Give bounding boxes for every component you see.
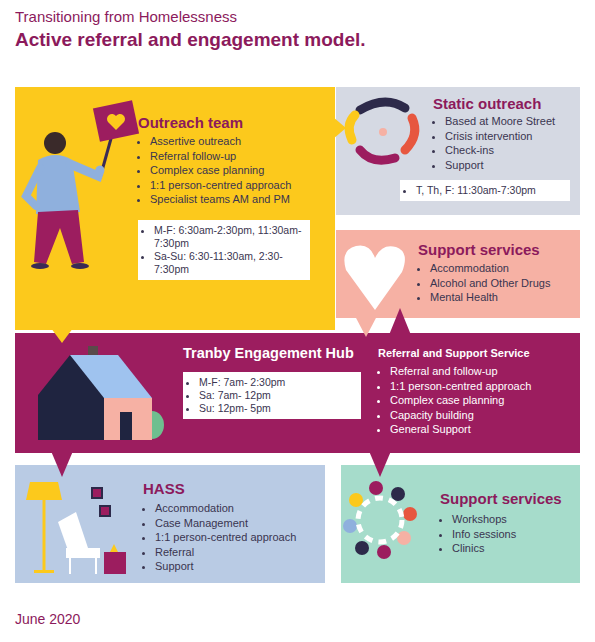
schedule-box: M-F: 6:30am-2:30pm, 11:30am-7:30pmSa-Su:…: [138, 220, 310, 280]
text-group: WorkshopsInfo sessionsClinics: [440, 512, 516, 556]
bullet-item: Check-ins: [445, 143, 555, 158]
text-group: Assertive outreachReferral follow-upComp…: [138, 134, 291, 207]
service-box: HASS AccommodationCase Management1:1 pers…: [15, 465, 325, 583]
bullet-item: Mental Health: [430, 290, 550, 305]
section-heading: Referral and Support Service: [378, 346, 530, 360]
bullet-item: Assertive outreach: [150, 134, 291, 149]
bullet-item: Workshops: [452, 512, 516, 527]
group-illustration: [343, 481, 417, 559]
bullet-list: AccommodationCase Management1:1 person-c…: [143, 501, 296, 574]
bullet-list: Assertive outreachReferral follow-upComp…: [138, 134, 291, 207]
schedule-item: Sa: 7am- 12pm: [199, 389, 355, 402]
bullet-item: Based at Moore Street: [445, 114, 555, 129]
bullet-item: Alcohol and Other Drugs: [430, 276, 550, 291]
bullet-item: Support: [155, 559, 296, 574]
schedule-list: M-F: 7am- 2:30pmSa: 7am- 12pmSu: 12pm- 5…: [187, 376, 355, 415]
text-group: HASS: [143, 480, 185, 498]
schedule-item: M-F: 7am- 2:30pm: [199, 376, 355, 389]
flow-arrow: [51, 328, 73, 343]
bullet-item: Support: [445, 158, 555, 173]
schedule-item: Su: 12pm- 5pm: [199, 402, 355, 415]
room-illustration: [26, 482, 126, 574]
bullet-list: AccommodationAlcohol and Other DrugsMent…: [418, 261, 550, 305]
bullet-item: Accommodation: [430, 261, 550, 276]
service-box: Support servicesWorkshopsInfo sessionsCl…: [341, 465, 580, 583]
text-group: Referral and Support Service: [378, 346, 530, 360]
flow-arrow: [333, 117, 346, 139]
hub-band: Tranby Engagement Hub Referral and Suppor…: [15, 333, 580, 453]
house-illustration: [38, 346, 164, 440]
bullet-item: Complex case planning: [390, 393, 531, 408]
bullet-item: Accommodation: [155, 501, 296, 516]
bullet-item: Clinics: [452, 541, 516, 556]
bullet-item: General Support: [390, 422, 531, 437]
schedule-box: M-F: 7am- 2:30pmSa: 7am- 12pmSu: 12pm- 5…: [183, 372, 361, 419]
bullet-item: Capacity building: [390, 408, 531, 423]
box-heading: Tranby Engagement Hub: [183, 344, 354, 362]
bullet-item: Complex case planning: [150, 163, 291, 178]
box-heading: Outreach team: [138, 114, 243, 132]
flow-arrow: [355, 316, 377, 337]
text-group: AccommodationCase Management1:1 person-c…: [143, 501, 296, 574]
text-group: Based at Moore StreetCrisis intervention…: [433, 114, 555, 172]
text-group: Static outreach: [433, 95, 541, 113]
box-heading: HASS: [143, 480, 185, 498]
schedule-box: T, Th, F: 11:30am-7:30pm: [400, 180, 570, 201]
service-box: Static outreachBased at Moore StreetCris…: [336, 87, 580, 215]
bullet-list: WorkshopsInfo sessionsClinics: [440, 512, 516, 556]
box-heading: Support services: [440, 490, 562, 508]
bullet-item: Referral follow-up: [150, 149, 291, 164]
service-box: Support servicesAccommodationAlcohol and…: [336, 230, 580, 318]
schedule-list: M-F: 6:30am-2:30pm, 11:30am-7:30pmSa-Su:…: [142, 224, 304, 276]
box-heading: Static outreach: [433, 95, 541, 113]
service-box: Outreach teamAssertive outreachReferral …: [15, 87, 335, 330]
bullet-item: 1:1 person-centred approach: [390, 379, 531, 394]
text-group: Outreach team: [138, 114, 243, 132]
bullet-item: Referral and follow-up: [390, 364, 531, 379]
text-group: AccommodationAlcohol and Other DrugsMent…: [418, 261, 550, 305]
subtitle-label: Transitioning from Homelessness: [15, 8, 237, 25]
bullet-item: Crisis intervention: [445, 129, 555, 144]
bullet-list: Referral and follow-up1:1 person-centred…: [378, 364, 531, 437]
bullet-item: Info sessions: [452, 527, 516, 542]
diagram-title: Active referral and engagement model.: [15, 29, 366, 51]
bullet-item: 1:1 person-centred approach: [150, 178, 291, 193]
text-group: Tranby Engagement Hub: [183, 344, 354, 362]
flow-arrow: [369, 451, 391, 477]
text-group: Support services: [418, 241, 540, 259]
bullet-list: Based at Moore StreetCrisis intervention…: [433, 114, 555, 172]
schedule-list: T, Th, F: 11:30am-7:30pm: [404, 184, 564, 197]
text-group: Support services: [440, 490, 562, 508]
flow-arrow: [51, 451, 73, 477]
diagram-caption: June 2020: [15, 611, 80, 627]
bullet-item: Referral: [155, 545, 296, 560]
bullet-item: Case Management: [155, 516, 296, 531]
text-group: Referral and follow-up1:1 person-centred…: [378, 364, 531, 437]
schedule-item: T, Th, F: 11:30am-7:30pm: [416, 184, 564, 197]
heart-illustration: [344, 246, 405, 311]
box-heading: Support services: [418, 241, 540, 259]
schedule-item: Sa-Su: 6:30-11:30am, 2:30-7:30pm: [154, 250, 304, 276]
person-illustration: [26, 100, 139, 269]
hands-illustration: [349, 102, 415, 160]
bullet-item: Specialist teams AM and PM: [150, 192, 291, 207]
schedule-item: M-F: 6:30am-2:30pm, 11:30am-7:30pm: [154, 224, 304, 250]
bullet-item: 1:1 person-centred approach: [155, 530, 296, 545]
flow-arrow: [389, 308, 411, 335]
